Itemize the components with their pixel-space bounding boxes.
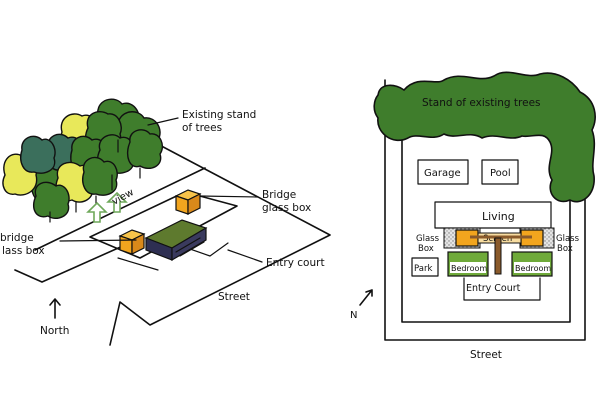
- bedroom-left-label: Bedroom: [451, 264, 487, 273]
- garage-label: Garage: [424, 168, 461, 179]
- tree-stand: [2, 98, 164, 223]
- bedroom-right-label: Bedroom: [515, 264, 551, 273]
- leader-lines: [59, 117, 263, 263]
- window-lines: [175, 237, 205, 257]
- tree-mass: [373, 71, 596, 203]
- bridge-left-label-line2: lass box: [2, 245, 45, 257]
- tree-icon: [82, 156, 118, 196]
- bridge-right-label-line2: glass box: [262, 202, 311, 214]
- trees-label-line1: Existing stand: [182, 109, 256, 121]
- bridge-left-label-line1: bridge: [0, 232, 34, 244]
- street-edge: [14, 244, 126, 283]
- entry-court-outline: [463, 277, 541, 301]
- house-axonometric: [118, 189, 208, 262]
- trees-label: Stand of existing trees: [422, 97, 541, 109]
- tree-icon: [32, 181, 70, 220]
- entry-court-label: Entry court: [266, 257, 325, 269]
- tree-trunks: [49, 139, 141, 223]
- park-box: [411, 257, 439, 277]
- glass-left-label-line1: Glass: [416, 234, 440, 244]
- bridge-right-label-line1: Bridge: [262, 189, 296, 201]
- site-boundary: [384, 79, 586, 341]
- garage-box: [417, 159, 469, 185]
- tree-icon: [20, 135, 56, 174]
- left-axonometric-sketch: Existing stand of trees Bridge glass box…: [0, 98, 331, 346]
- street-label: Street: [218, 291, 250, 303]
- right-plan-sketch: Stand of existing trees Garage Pool Livi…: [350, 71, 596, 361]
- pool-box: [481, 159, 519, 185]
- glass-right-label-line2: Box: [557, 244, 573, 254]
- entry-court-label: Entry Court: [466, 283, 521, 294]
- living-room: [434, 201, 552, 229]
- park-label: Park: [414, 264, 432, 274]
- north-label: North: [40, 325, 69, 337]
- north-arrow-icon: [49, 298, 61, 319]
- view-arrows: [86, 191, 128, 223]
- glass-left-label-line2: Box: [418, 244, 434, 254]
- entry-walk: [494, 237, 502, 275]
- glass-right-label-line1: Glass: [556, 234, 580, 244]
- street-label: Street: [470, 349, 502, 361]
- north-label: N: [350, 310, 357, 321]
- living-label: Living: [482, 210, 515, 223]
- north-arrow-icon: [359, 289, 373, 306]
- pool-label: Pool: [490, 168, 511, 179]
- trees-label-line2: of trees: [182, 122, 222, 134]
- tree-icon: [126, 129, 164, 170]
